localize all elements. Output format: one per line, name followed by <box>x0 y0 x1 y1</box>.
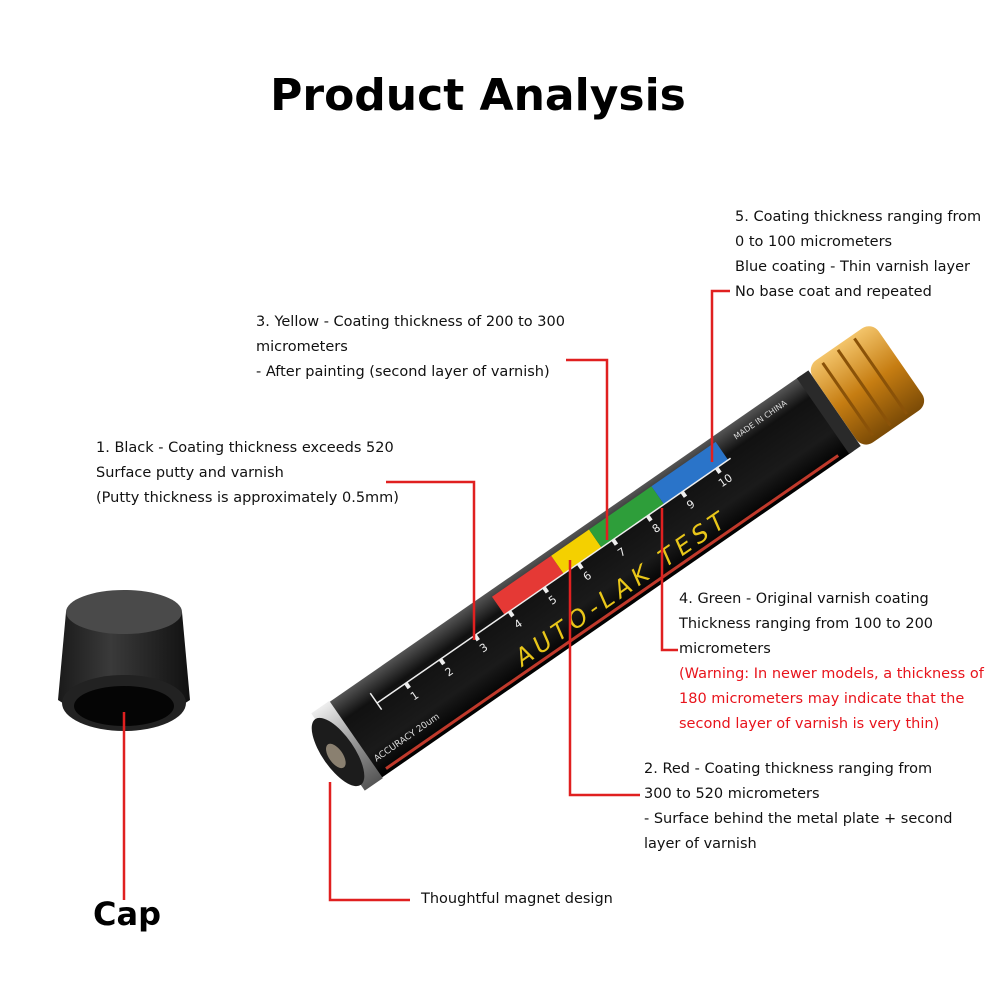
scale-tick <box>680 490 688 498</box>
leader-black <box>386 480 476 640</box>
scale-tick <box>404 681 411 690</box>
annotation-line: 0 to 100 micrometers <box>735 234 893 250</box>
annotation-red: 2. Red - Coating thickness ranging from 3… <box>644 757 953 857</box>
annotation-yellow: 3. Yellow - Coating thickness of 200 to … <box>256 310 565 385</box>
annotation-line: - After painting (second layer of varnis… <box>256 364 550 380</box>
annotation-line: layer of varnish <box>644 836 757 852</box>
scale-tick <box>645 514 653 522</box>
scale-tick <box>542 586 550 594</box>
annotation-line: Surface putty and varnish <box>96 465 284 481</box>
blue-band <box>651 441 729 505</box>
rubber-cap <box>58 590 190 731</box>
yellow-band <box>551 529 602 574</box>
cap-label: Cap <box>93 895 161 933</box>
green-warning: 180 micrometers may indicate that the <box>679 691 965 707</box>
leader-lines <box>122 289 730 902</box>
leader-magnet <box>328 782 410 902</box>
annotation-line: micrometers <box>679 641 771 657</box>
annotation-line: 2. Red - Coating thickness ranging from <box>644 761 933 777</box>
green-warning: (Warning: In newer models, a thickness o… <box>679 666 984 682</box>
annotation-line: 4. Green - Original varnish coating <box>679 591 929 607</box>
leader-yellow <box>566 358 609 540</box>
red-band <box>491 555 564 615</box>
gold-cap <box>810 326 925 445</box>
annotation-line: (Putty thickness is approximately 0.5mm) <box>96 490 399 506</box>
annotation-line: - Surface behind the metal plate + secon… <box>644 811 953 827</box>
scale-tick <box>611 538 619 546</box>
annotation-line: 1. Black - Coating thickness exceeds 520 <box>96 440 394 456</box>
leader-red <box>568 560 640 797</box>
annotation-line: 300 to 520 micrometers <box>644 786 820 802</box>
annotation-magnet: Thoughtful magnet design <box>421 891 613 907</box>
annotation-line: Blue coating - Thin varnish layer <box>735 259 970 275</box>
annotation-black: 1. Black - Coating thickness exceeds 520… <box>96 436 399 511</box>
page-title: Product Analysis <box>270 70 686 121</box>
leader-blue <box>710 289 730 462</box>
annotation-line: 5. Coating thickness ranging from <box>735 209 982 225</box>
scale-tick <box>714 466 722 475</box>
annotation-line: 3. Yellow - Coating thickness of 200 to … <box>256 314 565 330</box>
green-warning: second layer of varnish is very thin) <box>679 716 940 732</box>
leader-green <box>660 508 678 652</box>
annotation-line: micrometers <box>256 339 348 355</box>
scale-tick <box>438 658 446 666</box>
annotation-line: No base coat and repeated <box>735 284 932 300</box>
pen-body <box>320 375 854 785</box>
annotation-blue: 5. Coating thickness ranging from 0 to 10… <box>735 205 981 305</box>
scale-tick <box>576 562 584 570</box>
scale-tick <box>507 610 515 618</box>
annotation-line: Thickness ranging from 100 to 200 <box>679 616 934 632</box>
